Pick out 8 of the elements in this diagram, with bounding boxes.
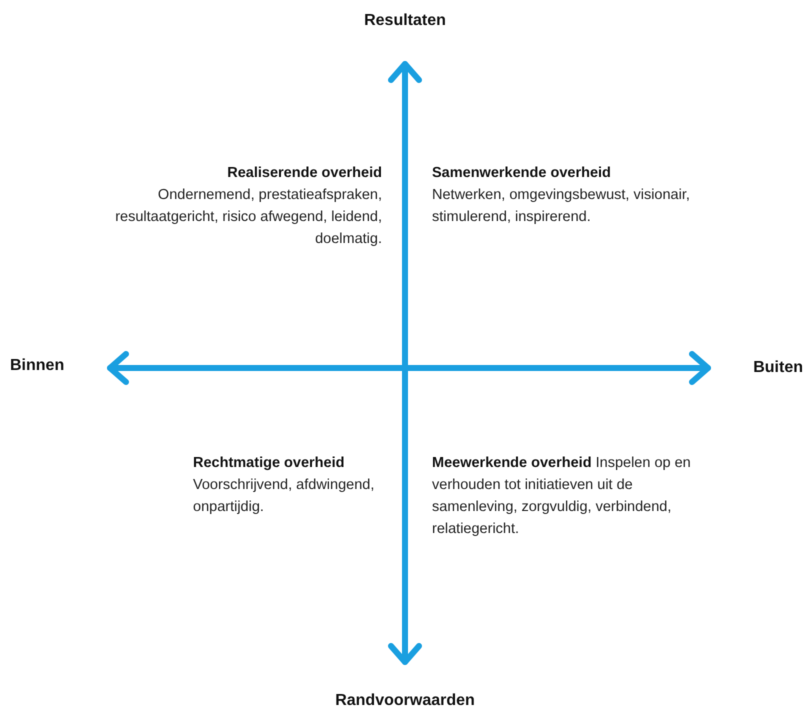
quadrant-description: Rechtmatige overheid Voorschrijvend, afdwingend, onpartijdig.	[193, 454, 376, 517]
quadrant-description: Realiserende overheid Ondernemend, prestatieafspraken, resultaatgericht, risico afwegend, leidend, doelmatig.	[114, 164, 382, 249]
axis-label: Resultaten	[364, 12, 446, 30]
quadrant-description: Meewerkende overheid Inspelen op en verhouden tot initiatieven uit de samenleving, zorgvuldig, verbindend, relatiegericht.	[432, 454, 692, 539]
quadrant-description: Samenwerkende overheid Netwerken, omgevingsbewust, visionair, stimulerend, inspirerend.	[432, 164, 691, 227]
axis-label: Binnen	[10, 357, 64, 375]
axis-label: Randvoorwaarden	[335, 692, 475, 710]
axis-label: Buiten	[753, 359, 803, 377]
